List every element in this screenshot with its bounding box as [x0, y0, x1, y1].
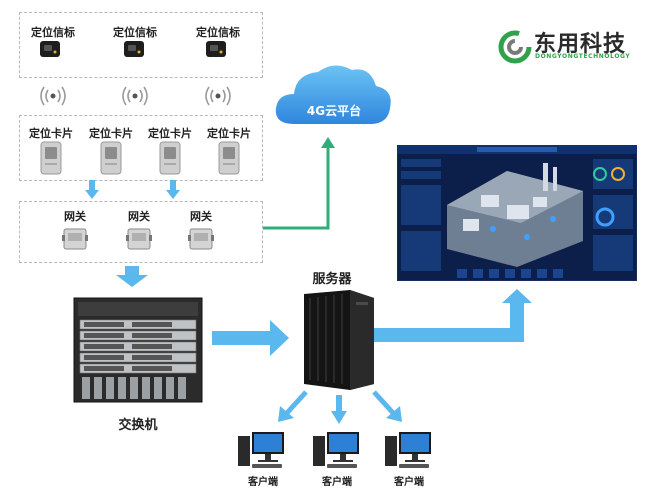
cloud-icon — [272, 58, 396, 132]
gateway-device-3 — [188, 226, 214, 252]
arrow-down-left-icon — [276, 390, 310, 424]
arrow-down-icon — [166, 180, 180, 200]
arrow-right-icon — [212, 320, 290, 356]
gateway-device-2 — [126, 226, 152, 252]
gateway-label-2: 网关 — [128, 210, 150, 223]
wireless-signal-icon — [118, 86, 152, 106]
switch-label: 交换机 — [118, 418, 158, 433]
arrow-up-right-icon — [372, 289, 534, 351]
card-label-1: 定位卡片 — [29, 127, 73, 140]
gateway-label-1: 网关 — [64, 210, 86, 223]
beacon-label-2: 定位信标 — [113, 26, 157, 39]
beacon-device-3 — [205, 40, 227, 58]
cloud-link-arrow — [262, 136, 342, 234]
arrow-down-right-icon — [370, 390, 404, 424]
cloud-label: 4G云平台 — [306, 104, 362, 118]
client-label-1: 客户端 — [248, 477, 278, 488]
logo-subtitle: DONGYONGTECHNOLOGY — [535, 53, 631, 60]
card-label-3: 定位卡片 — [148, 127, 192, 140]
card-label-4: 定位卡片 — [207, 127, 251, 140]
client-label-2: 客户端 — [322, 477, 352, 488]
client-computer-3 — [385, 430, 433, 470]
arrow-down-icon — [116, 266, 148, 288]
gateway-device-1 — [62, 226, 88, 252]
beacon-label-1: 定位信标 — [31, 26, 75, 39]
tag-card-2 — [100, 141, 122, 175]
server-device — [298, 288, 380, 392]
beacon-device-1 — [39, 40, 61, 58]
logo-mark-icon — [498, 30, 532, 64]
gateway-label-3: 网关 — [190, 210, 212, 223]
tag-card-3 — [159, 141, 181, 175]
wireless-signal-icon — [36, 86, 70, 106]
server-label: 服务器 — [312, 272, 352, 287]
client-computer-1 — [238, 430, 286, 470]
arrow-down-icon — [85, 180, 99, 200]
monitoring-dashboard-screenshot — [397, 145, 637, 281]
wireless-signal-icon — [201, 86, 235, 106]
client-computer-2 — [313, 430, 361, 470]
switch-device — [72, 296, 204, 404]
tag-card-1 — [40, 141, 62, 175]
beacon-label-3: 定位信标 — [196, 26, 240, 39]
arrow-down-icon — [331, 395, 347, 425]
card-label-2: 定位卡片 — [89, 127, 133, 140]
tag-card-4 — [218, 141, 240, 175]
logo-name: 东用科技 — [534, 32, 627, 57]
client-label-3: 客户端 — [394, 477, 424, 488]
beacon-device-2 — [123, 40, 145, 58]
company-logo: 东用科技 DONGYONGTECHNOLOGY — [498, 26, 648, 66]
